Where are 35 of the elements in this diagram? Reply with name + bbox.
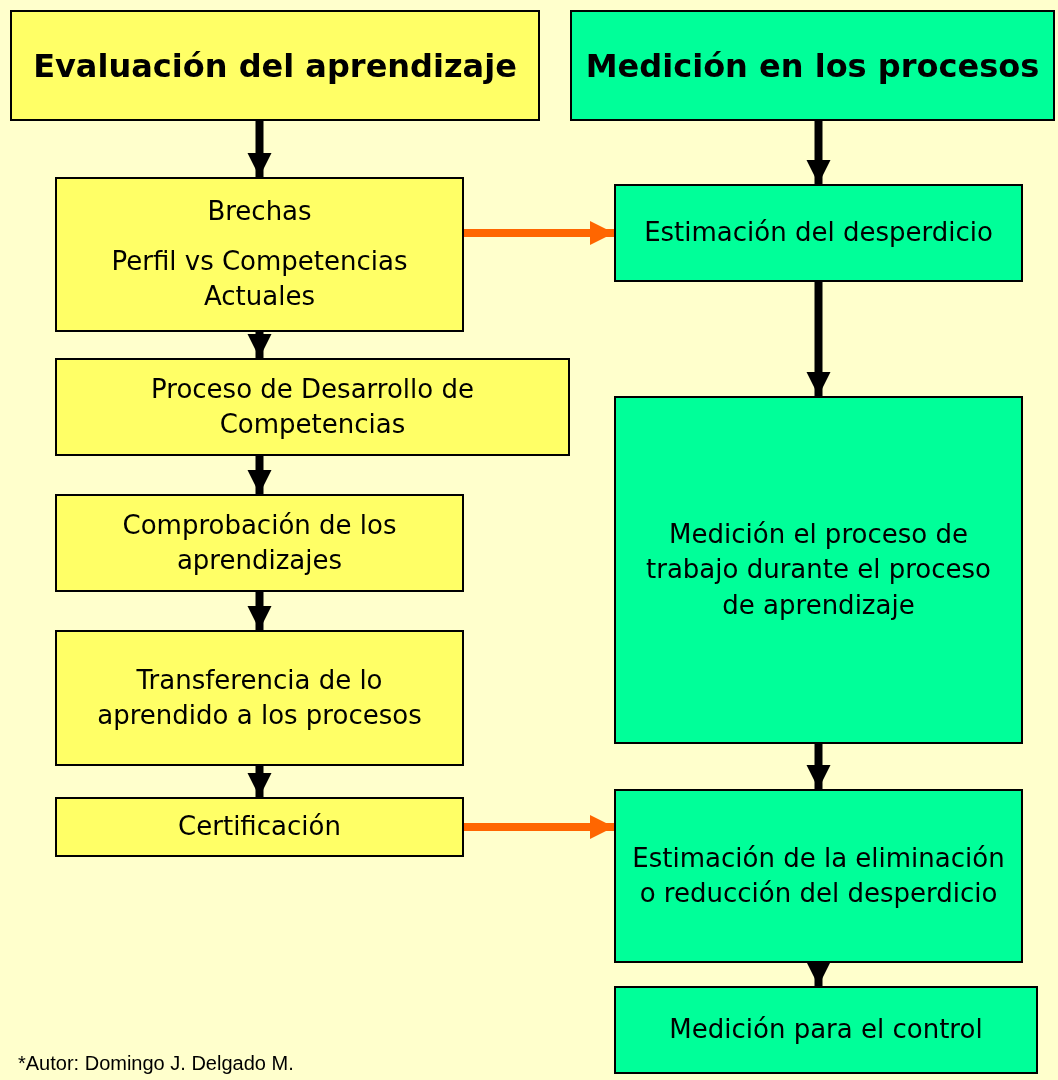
process-box bbox=[55, 177, 464, 332]
box-text: Brechas bbox=[207, 195, 312, 229]
box-text: Estimación de la eliminación o reducción del desperdicio bbox=[631, 841, 1006, 910]
process-box bbox=[614, 396, 1023, 744]
arrow bbox=[247, 121, 272, 177]
arrow bbox=[806, 282, 831, 396]
box-text: Medición para el control bbox=[669, 1013, 983, 1047]
process-box bbox=[55, 630, 464, 766]
arrow bbox=[247, 766, 272, 797]
author-note: *Autor: Domingo J. Delgado M. bbox=[18, 1052, 294, 1075]
header-box bbox=[10, 10, 540, 121]
column-heading: Medición en los procesos bbox=[585, 45, 1040, 86]
box-text: Transferencia de lo aprendido a los procesos bbox=[96, 663, 423, 732]
box-text: Comprobación de los aprendizajes bbox=[121, 508, 398, 577]
box-text: Estimación del desperdicio bbox=[644, 216, 993, 250]
arrow bbox=[464, 815, 614, 839]
arrow bbox=[247, 456, 272, 494]
box-text: Medición el proceso de trabajo durante el proceso de aprendizaje bbox=[645, 517, 992, 622]
box-text: Certificación bbox=[178, 810, 341, 844]
arrow bbox=[247, 332, 272, 358]
box-text: Proceso de Desarrollo de Competencias bbox=[150, 372, 475, 441]
arrow bbox=[247, 592, 272, 630]
process-box bbox=[55, 797, 464, 857]
process-box bbox=[614, 789, 1023, 963]
arrow bbox=[806, 744, 831, 789]
process-box bbox=[614, 986, 1038, 1074]
process-box bbox=[55, 494, 464, 592]
arrow bbox=[806, 962, 831, 986]
process-box bbox=[55, 358, 570, 456]
column-heading: Evaluación del aprendizaje bbox=[33, 45, 517, 86]
box-text: Perfil vs Competencias Actuales bbox=[110, 244, 409, 314]
arrow bbox=[806, 121, 831, 184]
header-box bbox=[570, 10, 1055, 121]
arrow bbox=[464, 221, 614, 245]
process-box bbox=[614, 184, 1023, 282]
